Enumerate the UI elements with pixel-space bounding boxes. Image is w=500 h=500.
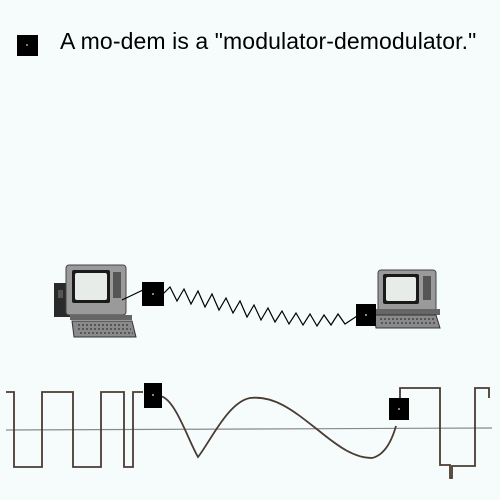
left-digital-signal [6, 391, 143, 468]
baseline-axis [5, 427, 493, 431]
analog-signal [159, 395, 397, 459]
left-computer-icon [54, 264, 137, 338]
right-computer-icon [373, 269, 441, 329]
bullet-icon [17, 35, 38, 56]
slide-headline: A mo-dem is a "modulator-demodulator." [60, 28, 477, 54]
right-digital-signal [399, 387, 490, 479]
phone-line [121, 285, 376, 328]
